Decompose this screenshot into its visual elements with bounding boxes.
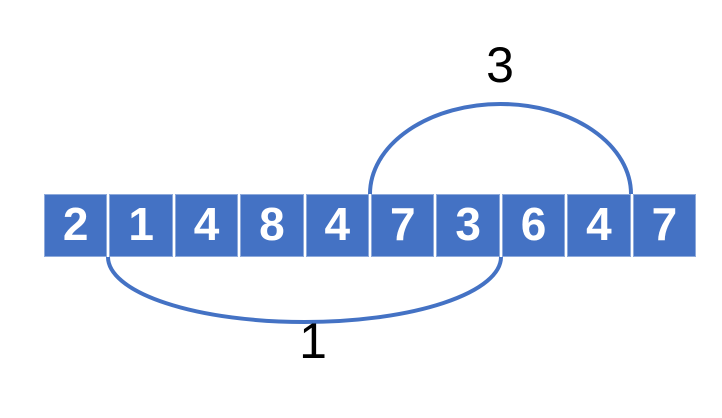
array-cell: 7 (371, 194, 435, 257)
array-cell: 7 (632, 194, 697, 257)
bottom-arc-label: 1 (299, 313, 327, 369)
array-cell: 2 (44, 194, 108, 257)
array-row: 2 1 4 8 4 7 3 6 4 7 (44, 194, 697, 257)
array-cell: 4 (174, 194, 239, 257)
array-cell: 8 (240, 194, 304, 257)
top-arc (368, 102, 633, 195)
array-cell: 1 (109, 194, 173, 257)
top-arc-label: 3 (486, 37, 514, 93)
array-cell: 4 (305, 194, 370, 257)
array-cell: 4 (567, 194, 631, 257)
array-cell: 3 (436, 194, 500, 257)
array-cell: 6 (501, 194, 566, 257)
